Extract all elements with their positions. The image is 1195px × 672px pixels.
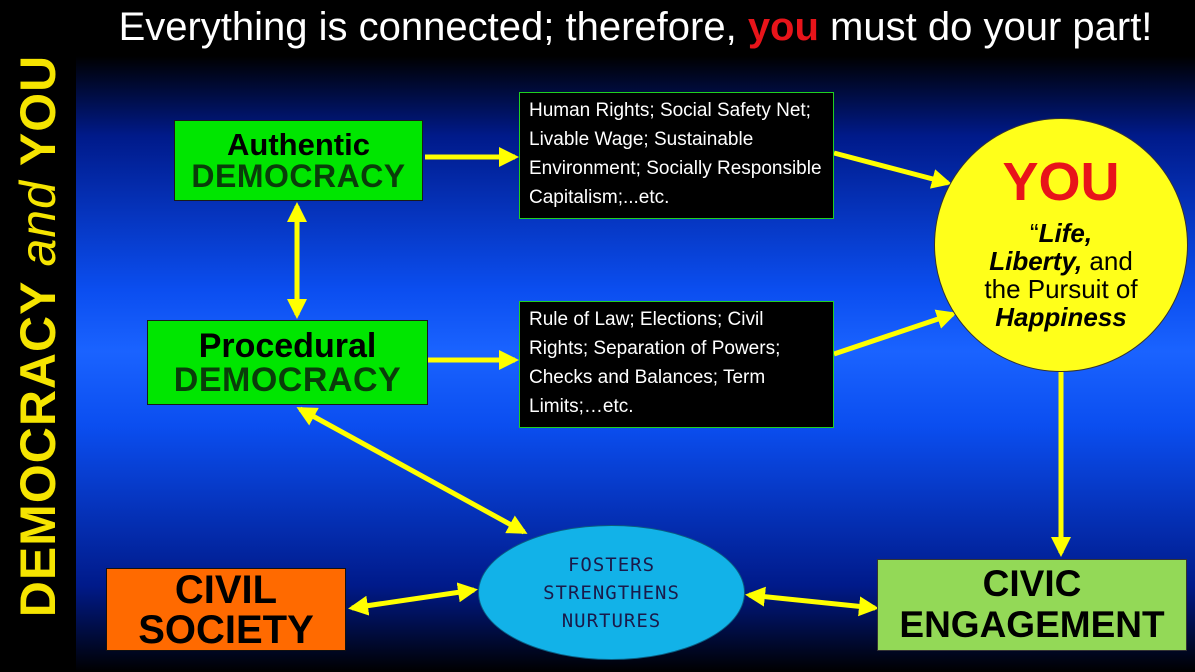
title-bar <box>76 0 1195 56</box>
procedural-line2: DEMOCRACY <box>173 360 402 399</box>
arrow-oval-civic <box>745 586 879 617</box>
title-emphasis: you <box>747 5 819 49</box>
you-circle: YOU “Life, Liberty, and the Pursuit of H… <box>934 118 1188 372</box>
you-quote: “Life, Liberty, and the Pursuit of Happi… <box>935 219 1187 331</box>
arrow-procedural-outcomes-to-you <box>833 309 957 357</box>
arrow-authentic-outcomes-to-you <box>833 150 952 189</box>
authentic-democracy-box: Authentic DEMOCRACY <box>174 120 423 201</box>
civic-engagement-line1: CIVIC <box>982 563 1082 605</box>
arrow-civil-oval <box>348 582 478 616</box>
you-title: YOU <box>1002 152 1120 212</box>
authentic-outcomes-box: Human Rights; Social Safety Net; Livable… <box>519 92 834 219</box>
side-banner: DEMOCRACY and YOU <box>0 0 76 672</box>
quote-life: Life, <box>1038 218 1093 248</box>
oval-strengthens: STRENGTHENS <box>543 581 680 604</box>
arrow-procedural-oval <box>296 406 528 535</box>
oval-fosters: FOSTERS <box>567 553 656 576</box>
quote-happiness: Happiness <box>995 302 1127 332</box>
quote-liberty: Liberty, <box>989 246 1083 276</box>
procedural-outcomes-box: Rule of Law; Elections; Civil Rights; Se… <box>519 301 834 428</box>
civic-engagement-line2: ENGAGEMENT <box>899 604 1165 645</box>
authentic-line1: Authentic <box>227 127 370 162</box>
authentic-line2: DEMOCRACY <box>191 158 406 194</box>
quote-mark: “ <box>1029 218 1039 248</box>
quote-pursuit: the Pursuit of <box>984 274 1138 304</box>
civil-society-line2: SOCIETY <box>138 607 314 652</box>
title-before: Everything is connected; therefore, <box>118 5 748 49</box>
procedural-line1: Procedural <box>198 326 377 365</box>
procedural-democracy-box: Procedural DEMOCRACY <box>147 320 428 405</box>
page-title: Everything is connected; therefore, you … <box>76 5 1195 50</box>
oval-nurtures: NURTURES <box>561 609 662 632</box>
civic-engagement-box: CIVIC ENGAGEMENT <box>877 559 1187 651</box>
civil-society-box: CIVIL SOCIETY <box>106 568 346 651</box>
title-after: must do your part! <box>818 5 1153 49</box>
fosters-oval: FOSTERS STRENGTHENS NURTURES <box>478 525 745 660</box>
quote-and: and <box>1082 246 1133 276</box>
civil-society-line1: CIVIL <box>174 567 278 612</box>
